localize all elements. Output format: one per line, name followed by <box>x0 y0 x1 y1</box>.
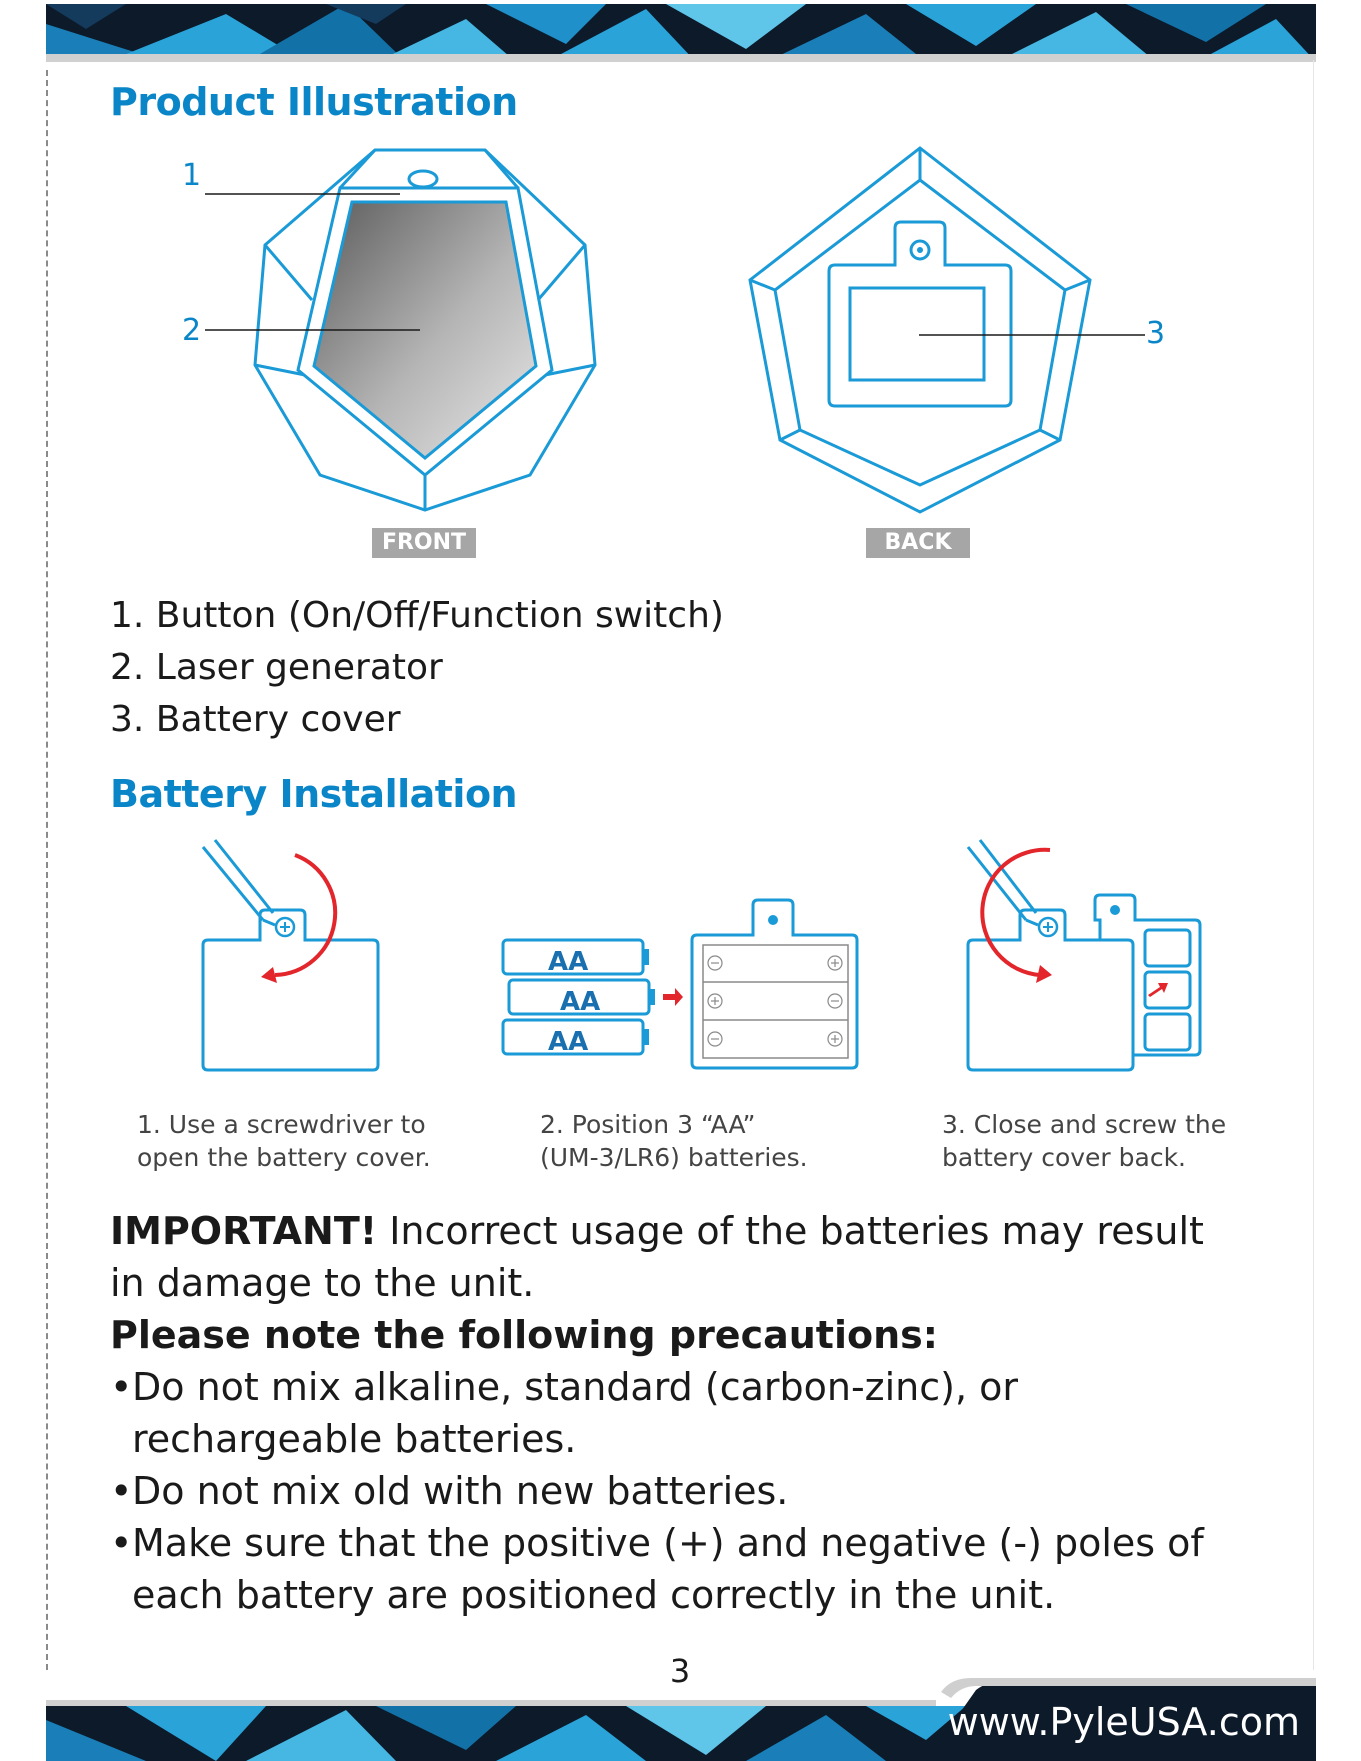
battery-label: AA <box>548 947 589 977</box>
screwdriver-icon <box>201 839 276 927</box>
close-arrow-icon <box>1148 983 1168 997</box>
plus-icon <box>707 993 723 1009</box>
step1-open-cover-illustration <box>201 839 380 1072</box>
part-item: 1. Button (On/Off/Function switch) <box>110 595 724 636</box>
callout-1: 1 <box>182 158 202 193</box>
battery-warning: IMPORTANT! Incorrect usage of the batter… <box>110 1205 1230 1621</box>
step2-caption: 2. Position 3 “AA” (UM-3/LR6) batteries. <box>540 1110 808 1172</box>
step1-caption: 1. Use a screwdriver to open the battery… <box>137 1110 431 1172</box>
part-item: 3. Battery cover <box>110 699 401 740</box>
precaution-item: Do not mix alkaline, standard (carbon-zi… <box>110 1361 1230 1465</box>
section-title-product-illustration: Product Illustration <box>110 80 518 124</box>
important-notice: IMPORTANT! Incorrect usage of the batter… <box>110 1205 1230 1309</box>
power-button <box>407 169 439 189</box>
minus-icon <box>707 1031 723 1047</box>
step2-insert-batteries-illustration <box>501 898 859 1070</box>
rotate-arrow-icon <box>274 853 338 977</box>
section-title-battery-installation: Battery Installation <box>110 772 518 816</box>
back-view-illustration <box>748 146 1092 514</box>
important-label: IMPORTANT! <box>110 1209 378 1253</box>
right-edge-line <box>1313 60 1314 1670</box>
plus-icon <box>827 1031 843 1047</box>
minus-icon <box>827 993 843 1009</box>
bottom-banner <box>46 1678 1316 1761</box>
callout-3: 3 <box>1146 316 1166 351</box>
callout-lines-front <box>205 193 420 331</box>
step3-caption: 3. Close and screw the battery cover bac… <box>942 1110 1227 1172</box>
back-view-label: BACK <box>866 528 970 558</box>
battery-stack <box>501 938 655 1056</box>
part-item: 2. Laser generator <box>110 647 443 688</box>
callout-line-back <box>919 334 1145 336</box>
screwdriver-icon <box>966 839 1039 927</box>
battery-label: AA <box>560 987 601 1017</box>
left-dashed-rule <box>46 70 48 1670</box>
website-link[interactable]: www.PyleUSA.com <box>947 1700 1300 1744</box>
precautions-heading: Please note the following precautions: <box>110 1313 938 1357</box>
front-view-label: FRONT <box>372 528 476 558</box>
step3-close-cover-illustration <box>966 839 1202 1072</box>
top-banner <box>46 4 1316 62</box>
important-text: Incorrect usage of the batteries may res… <box>110 1209 1204 1305</box>
plus-icon <box>827 955 843 971</box>
page-number: 3 <box>669 1652 691 1690</box>
battery-label: AA <box>548 1027 589 1057</box>
precautions-list: Do not mix alkaline, standard (carbon-zi… <box>110 1361 1230 1621</box>
precaution-item: Make sure that the positive (+) and nega… <box>110 1517 1230 1621</box>
parts-list: 1. Button (On/Off/Function switch) 2. La… <box>110 590 724 746</box>
rotate-arrow-icon <box>980 847 1051 977</box>
insert-arrow-icon <box>663 988 683 1006</box>
minus-icon <box>707 955 723 971</box>
precaution-item: Do not mix old with new batteries. <box>110 1465 1230 1517</box>
front-view-illustration <box>253 148 597 512</box>
callout-2: 2 <box>182 313 202 348</box>
